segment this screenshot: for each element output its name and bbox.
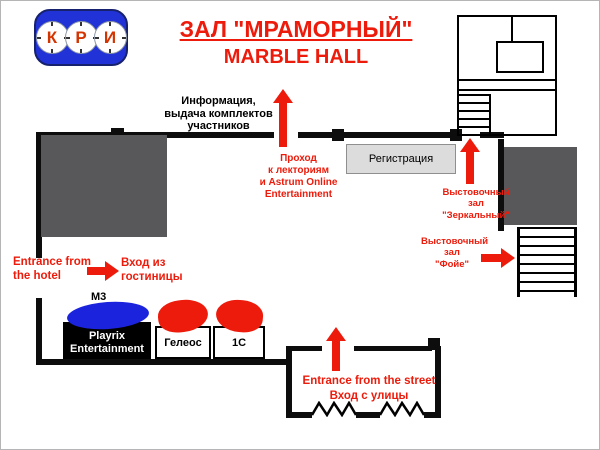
column-marker xyxy=(332,129,344,141)
booth-playrix: Playrix Entertainment xyxy=(63,322,151,359)
wall-segment xyxy=(298,132,338,138)
hall-title-ru: ЗАЛ "МРАМОРНЫЙ" xyxy=(179,16,413,42)
hall-mirror-label: Выстовочный зал "Зеркальный" xyxy=(442,187,510,221)
staircase-upper xyxy=(457,15,557,136)
logo-letter-i: И xyxy=(103,28,117,47)
staircase-landing xyxy=(496,41,544,73)
staircase-line xyxy=(457,79,557,81)
hall-title-en: MARBLE HALL xyxy=(223,46,369,68)
wall-segment xyxy=(424,412,441,418)
wall-segment xyxy=(36,298,42,365)
registration-desk: Регистрация xyxy=(346,144,456,174)
kri-logo: К Р И xyxy=(34,9,128,66)
booth-m3-label: М3 xyxy=(91,291,107,303)
wall-segment xyxy=(292,412,312,418)
staircase-steps xyxy=(459,94,491,135)
hotel-entrance-label-en: Entrance from the hotel xyxy=(13,256,91,283)
wall-segment xyxy=(354,346,432,351)
wall-segment xyxy=(435,346,441,418)
logo-crosshair-circle: К xyxy=(35,21,69,54)
logo-letter-r: Р xyxy=(75,28,87,47)
gray-block xyxy=(41,135,167,237)
street-entrance-arrow-icon xyxy=(326,327,346,371)
door-zigzag-icon xyxy=(312,401,356,417)
wall-segment xyxy=(36,359,289,365)
street-entrance-label-en: Entrance from the street xyxy=(302,375,436,387)
staircase-line xyxy=(511,17,513,43)
gray-block xyxy=(504,147,577,225)
wall-segment xyxy=(344,132,454,138)
hall-foyer-arrow-icon xyxy=(481,248,515,268)
door-zigzag-icon xyxy=(380,401,424,417)
page-title: ЗАЛ "МРАМОРНЫЙ" MARBLE HALL xyxy=(151,16,441,69)
logo-letter-k: К xyxy=(46,28,58,47)
hotel-entrance-label-ru: Вход из гостиницы xyxy=(121,257,183,284)
hotel-entrance-arrow-icon xyxy=(87,261,119,281)
wall-segment xyxy=(498,139,504,231)
hall-mirror-arrow-icon xyxy=(460,138,480,184)
logo-crosshair-circle: Р xyxy=(64,21,98,54)
staircase-line xyxy=(457,89,557,91)
logo-crosshair-circle: И xyxy=(93,21,127,54)
hall-foyer-label: Выстовочный зал "Фойе" xyxy=(421,236,489,270)
wall-segment xyxy=(292,346,322,351)
staircase-foyer xyxy=(517,227,577,297)
wall-segment xyxy=(356,412,380,418)
wall-segment xyxy=(286,346,292,418)
passage-arrow-icon xyxy=(273,89,293,147)
info-desk-label: Информация, выдача комплектов участников xyxy=(164,95,273,133)
wall-segment xyxy=(36,132,42,258)
street-entrance-label-ru: Вход с улицы xyxy=(329,390,409,402)
passage-label: Проход к лекториям и Astrum Online Enter… xyxy=(259,153,338,200)
